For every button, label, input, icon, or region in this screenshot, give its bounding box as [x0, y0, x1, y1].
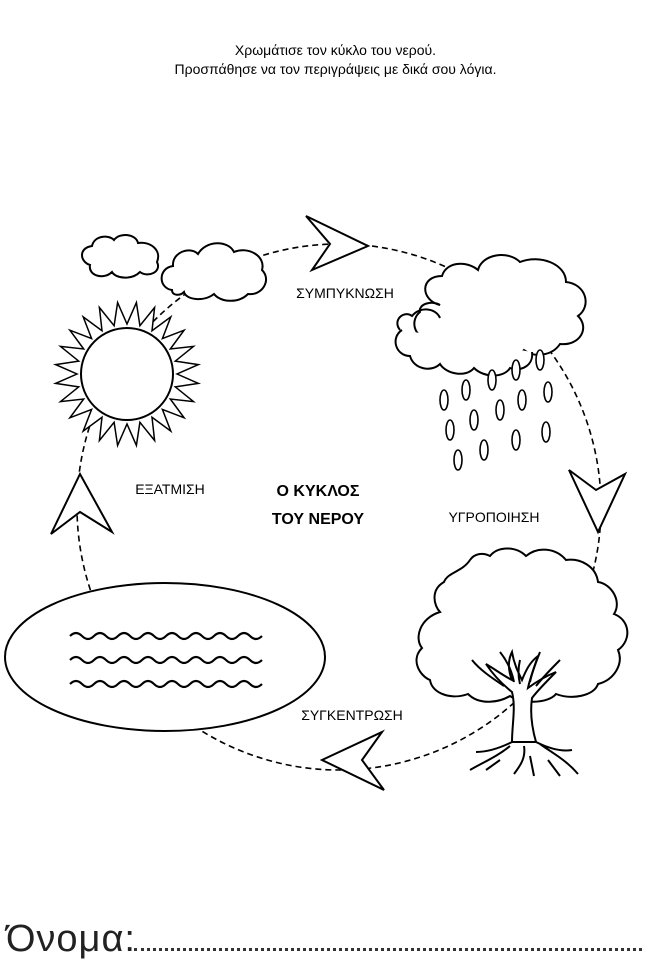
lake-icon: [4, 582, 326, 732]
stage-label-evaporation: ΕΞΑΤΜΙΣΗ: [135, 481, 205, 497]
name-label: Όνομα:: [6, 918, 136, 960]
arrow-icon: [305, 215, 371, 273]
cloud-icon: [160, 242, 267, 302]
raindrop-icon: [541, 421, 551, 443]
raindrop-icon: [495, 399, 505, 421]
raindrop-icon: [511, 359, 521, 381]
raindrop-icon: [453, 449, 463, 471]
rain-cloud-icon: [394, 254, 587, 471]
raindrop-icon: [517, 389, 527, 411]
diagram-title-line-2: ΤΟΥ ΝΕΡΟΥ: [272, 511, 365, 528]
arrow-icon: [568, 469, 628, 535]
stage-label-precipitation: ΥΓΡΟΠΟΙΗΣΗ: [448, 509, 539, 525]
arrow-icon: [50, 471, 115, 535]
name-field[interactable]: [134, 948, 642, 951]
raindrop-icon: [535, 349, 545, 371]
arrow-icon: [319, 729, 386, 791]
stage-label-collection: ΣΥΓΚΕΝΤΡΩΣΗ: [301, 707, 403, 723]
raindrop-icon: [479, 439, 489, 461]
tree-icon: [415, 547, 629, 777]
diagram-title-line-1: Ο ΚΥΚΛΟΣ: [277, 483, 360, 500]
stage-label-condensation: ΣΥΜΠΥΚΝΩΣΗ: [296, 285, 394, 301]
raindrop-icon: [511, 429, 521, 451]
raindrop-icon: [461, 379, 471, 401]
raindrop-icon: [487, 369, 497, 391]
sun-icon: [52, 299, 202, 449]
raindrop-icon: [543, 381, 553, 403]
raindrop-icon: [445, 419, 455, 441]
cloud-icon: [81, 234, 160, 279]
instruction-line-1: Χρωμάτισε τον κύκλο του νερού.: [234, 42, 437, 58]
raindrop-icon: [439, 389, 449, 411]
raindrop-icon: [469, 409, 479, 431]
instruction-line-2: Προσπάθησε να τον περιγράψεις με δικά σο…: [174, 61, 497, 77]
